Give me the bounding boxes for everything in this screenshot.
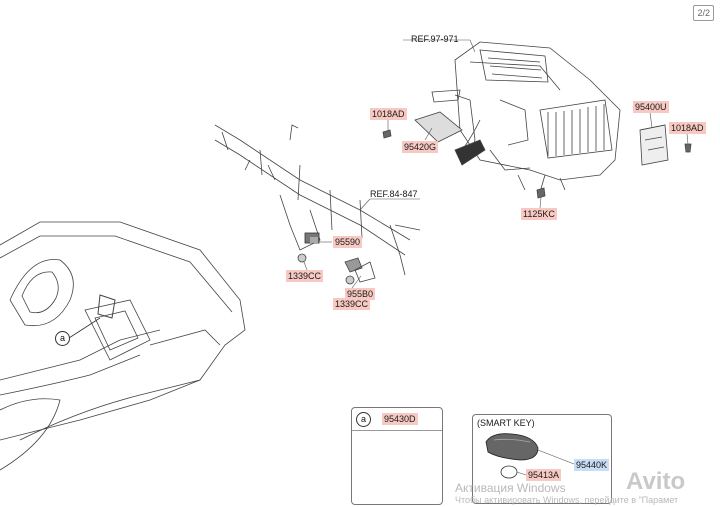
smart-key-drawing bbox=[485, 433, 575, 479]
windows-activation-subtitle: Чтобы активировать Windows, перейдите в … bbox=[455, 495, 679, 505]
callout-a-marker: a bbox=[55, 331, 70, 346]
crossmember-drawing bbox=[214, 124, 421, 285]
windows-activation-title: Активация Windows bbox=[455, 481, 566, 495]
part-label-1339cc-b: 1339CC bbox=[333, 298, 371, 310]
part-label-1018ad-left: 1018AD bbox=[370, 108, 407, 120]
part-label-95420g: 95420G bbox=[402, 141, 439, 153]
part-label-1018ad-right: 1018AD bbox=[669, 122, 706, 134]
part-label-95413a: 95413A bbox=[526, 469, 562, 481]
avito-watermark: Avito bbox=[626, 468, 686, 495]
hvac-module-drawing bbox=[414, 41, 621, 193]
inset-a-marker: a bbox=[356, 412, 371, 427]
page-indicator: 2/2 bbox=[693, 5, 714, 21]
part-label-95400u: 95400U bbox=[633, 101, 669, 113]
smart-key-title: (SMART KEY) bbox=[477, 418, 535, 428]
part-label-955b0: 955B0 bbox=[345, 288, 376, 300]
part-label-95430d: 95430D bbox=[382, 413, 418, 425]
part-label-1339cc-a: 1339CC bbox=[286, 270, 324, 282]
part-label-95440k: 95440K bbox=[574, 459, 610, 471]
inset-box-smart-key: (SMART KEY) 95413A 95440K bbox=[472, 414, 612, 504]
inset-box-a: a 95430D bbox=[351, 407, 443, 505]
control-module-drawing bbox=[639, 124, 669, 166]
dashboard-drawing bbox=[0, 221, 246, 471]
ref-label-97-971: REF.97-971 bbox=[411, 34, 459, 44]
part-label-1125kc: 1125KC bbox=[521, 208, 557, 220]
ref-label-84-847: REF.84-847 bbox=[370, 189, 418, 199]
part-label-95590: 95590 bbox=[333, 236, 363, 248]
